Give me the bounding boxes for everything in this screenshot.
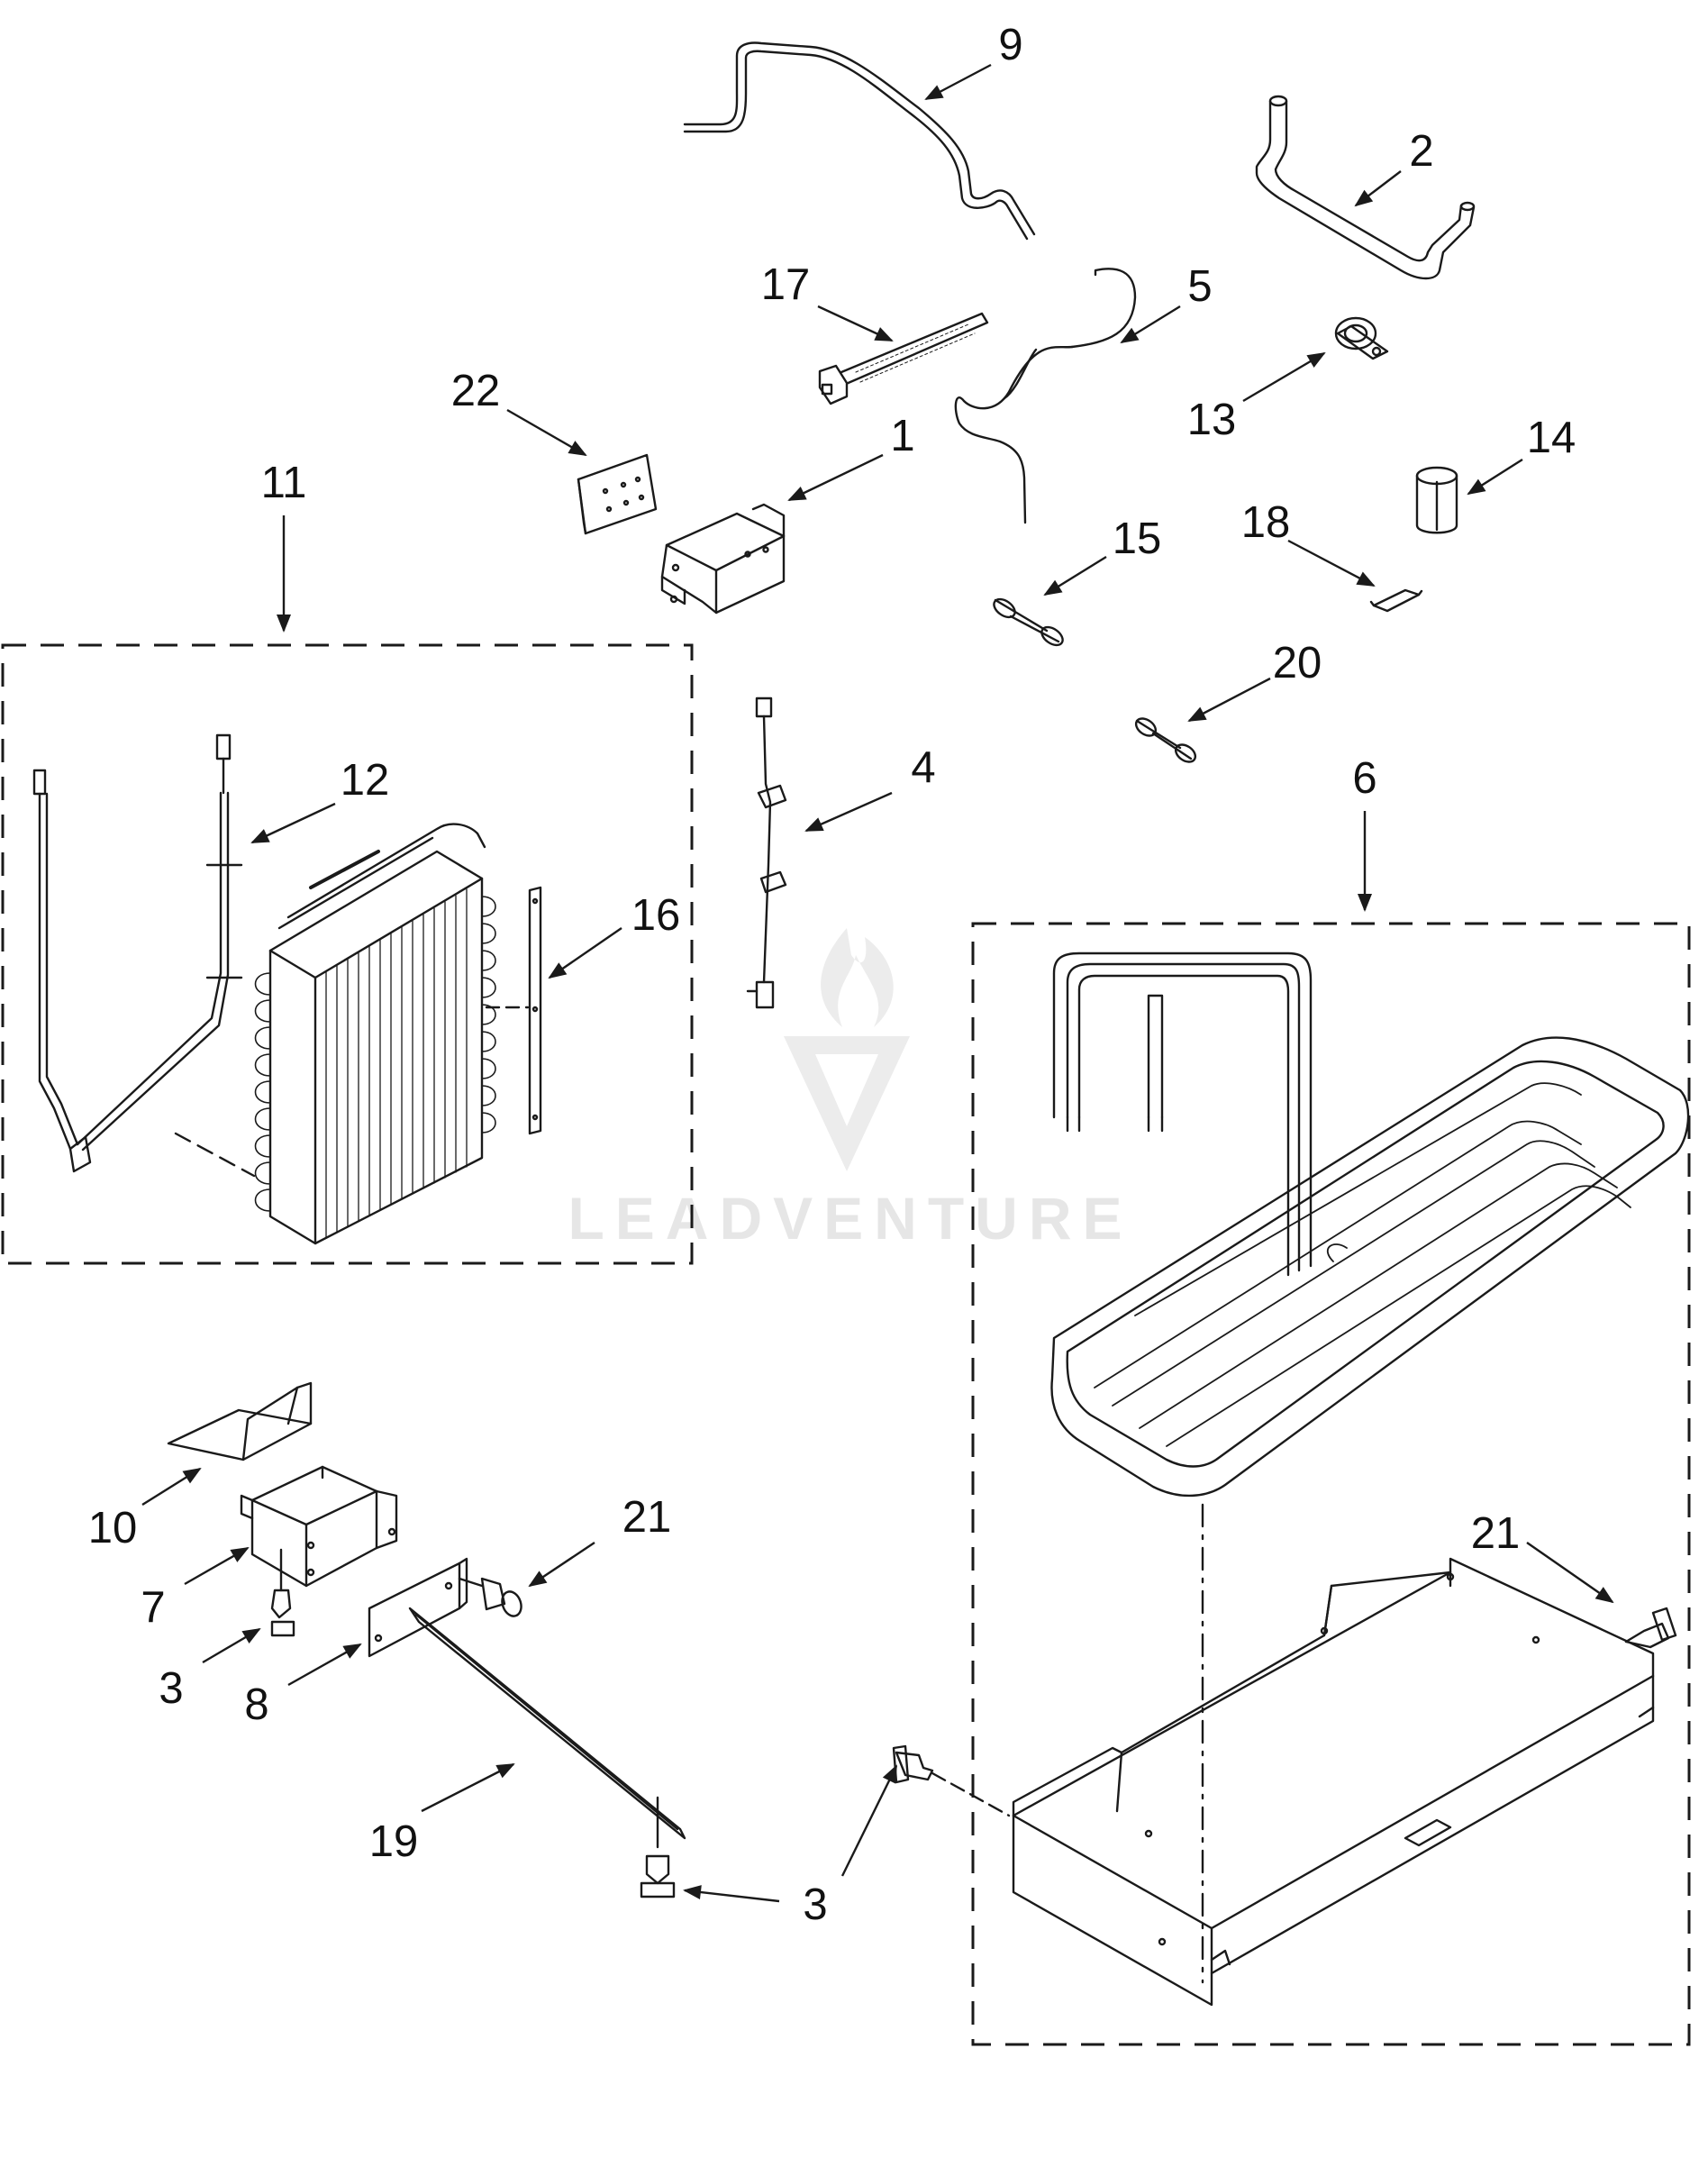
arrow-5	[1120, 305, 1181, 344]
leader-arrows	[141, 63, 1614, 1903]
part-10-bracket	[167, 1381, 313, 1461]
arrow-20	[1187, 677, 1271, 723]
part-22-pad	[577, 453, 658, 535]
part-18-clip	[1369, 588, 1423, 613]
callout-22: 22	[451, 367, 501, 415]
part-15-sleeve	[993, 597, 1064, 647]
part-21-screw-left	[458, 1577, 522, 1617]
arrow-8	[287, 1643, 362, 1687]
part-12-condenser	[254, 823, 496, 1245]
part-21-screw-right	[1624, 1607, 1677, 1649]
watermark: LEADVENTURE	[568, 928, 1132, 1252]
callout-1: 1	[890, 412, 914, 460]
arrow-19	[421, 1762, 515, 1813]
callout-14: 14	[1527, 414, 1576, 462]
callout-8: 8	[244, 1680, 268, 1729]
callout-3b: 3	[803, 1880, 827, 1929]
arrow-10	[141, 1467, 202, 1507]
callout-6: 6	[1352, 754, 1376, 803]
part-6-drain-pan	[1012, 1557, 1655, 2007]
part-3-screw-tray	[892, 1744, 934, 1784]
part-13-clamp	[1334, 316, 1389, 360]
callout-21b: 21	[1471, 1509, 1521, 1558]
sensor-dash-line	[174, 1132, 256, 1178]
arrow-17	[817, 305, 894, 342]
watermark-text: LEADVENTURE	[568, 1185, 1132, 1252]
arrow-12	[250, 802, 336, 844]
arrow-3b	[683, 1885, 780, 1903]
callout-15: 15	[1113, 514, 1162, 563]
part-20-sleeve	[1134, 717, 1197, 763]
arrow-18	[1287, 539, 1376, 587]
callout-13: 13	[1187, 396, 1237, 444]
part-19-rail	[408, 1607, 686, 1849]
arrow-3a	[202, 1627, 261, 1664]
arrow-15	[1043, 555, 1107, 596]
part-14-sleeve	[1415, 466, 1458, 534]
condenser-fins	[325, 888, 468, 1238]
arrow-21a	[528, 1542, 595, 1588]
tray-screw-dash-line	[931, 1771, 1011, 1817]
part-4-harness	[746, 697, 787, 1009]
callout-7: 7	[141, 1583, 165, 1632]
callout-19: 19	[369, 1817, 419, 1866]
part-5-tube	[954, 268, 1137, 524]
group-box-6	[971, 922, 1691, 2046]
arrow-13	[1242, 351, 1326, 403]
arrow-16	[548, 927, 622, 979]
part-6-drain-tray	[1050, 951, 1690, 1498]
callout-labels: 9 2 17 5 22 1 13 14 11 15 18 20 4 12 16 …	[88, 21, 1576, 1929]
callout-17: 17	[761, 260, 811, 309]
condenser-return-bends	[254, 896, 496, 1212]
arrow-22	[506, 408, 587, 457]
part-3-screw-upper	[270, 1548, 295, 1637]
part-11-sensor-lead	[32, 733, 243, 1173]
callout-4: 4	[911, 743, 935, 792]
arrow-9	[924, 63, 992, 101]
part-1-bracket	[660, 503, 786, 615]
part-17-cable-tie	[818, 312, 989, 405]
arrow-3c	[840, 1764, 898, 1877]
arrow-2	[1354, 170, 1402, 207]
arrow-7	[184, 1546, 250, 1586]
callout-21a: 21	[622, 1493, 672, 1542]
callout-5: 5	[1187, 262, 1212, 311]
callout-11: 11	[261, 459, 307, 507]
arrow-21b	[1526, 1542, 1614, 1604]
callout-18: 18	[1241, 498, 1291, 547]
group-box-11	[1, 643, 694, 1265]
callout-20: 20	[1273, 639, 1322, 687]
arrow-1	[787, 453, 884, 502]
arrow-4	[804, 791, 893, 833]
part-3-screw-lower	[640, 1854, 676, 1898]
part-16-strap	[528, 886, 542, 1135]
callout-9: 9	[998, 21, 1022, 69]
callout-12: 12	[341, 756, 390, 805]
callout-2: 2	[1409, 127, 1433, 176]
callout-10: 10	[88, 1504, 138, 1552]
part-9-tube	[683, 41, 1036, 241]
callout-16: 16	[631, 891, 681, 940]
watermark-logo	[784, 928, 910, 1171]
part-2-tube	[1255, 95, 1476, 280]
part-7-box	[240, 1465, 398, 1588]
callout-3a: 3	[159, 1664, 183, 1713]
arrow-14	[1467, 458, 1523, 496]
